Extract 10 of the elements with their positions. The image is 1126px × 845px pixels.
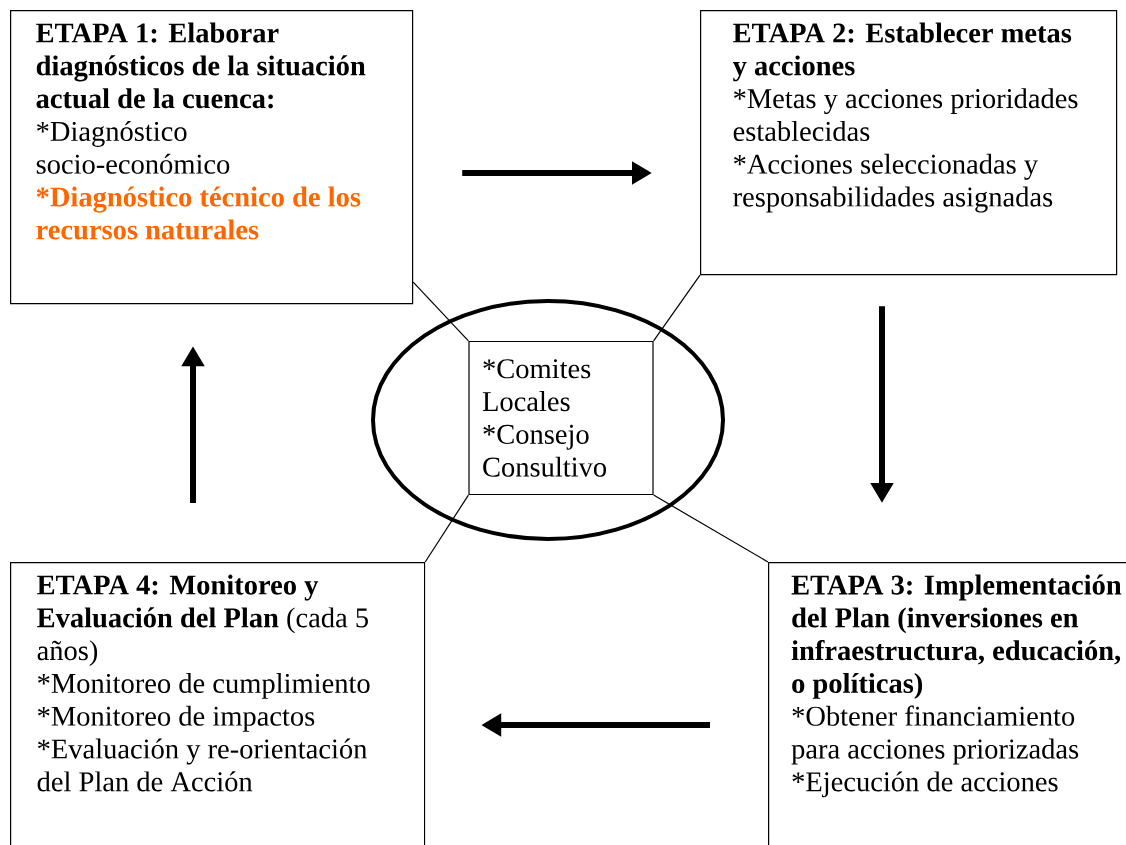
connector-line <box>653 274 701 342</box>
stage-box: ETAPA 2: Establecer metas y acciones *Metas y acciones prioridades establecidas *Acciones seleccionadas y responsabilidades asignadas <box>700 10 1118 276</box>
stage-box: ETAPA 1: Elaborar diagnósticos de la situación actual de la cuenca: *Diagnóstico socio-económico *Diagnóstico técnico de los recursos naturales <box>10 10 414 305</box>
center-box: *Comites Locales *Consejo Consultivo <box>468 340 654 496</box>
connector-line <box>653 494 769 563</box>
connector-line <box>424 494 469 563</box>
connector-line <box>412 281 469 342</box>
stage-box: ETAPA 3: Implementación del Plan (inversiones en infraestructura, educación, o políticas) *Obtener financiamiento para acciones priorizadas *Ejecución de acciones <box>768 562 1126 845</box>
stage-box: ETAPA 4: Monitoreo y Evaluación del Plan (cada 5 años) *Monitoreo de cumplimiento *Monitoreo de impactos *Evaluación y re-orientación del Plan de Acción <box>10 562 426 845</box>
ellipse-outline <box>371 299 725 541</box>
